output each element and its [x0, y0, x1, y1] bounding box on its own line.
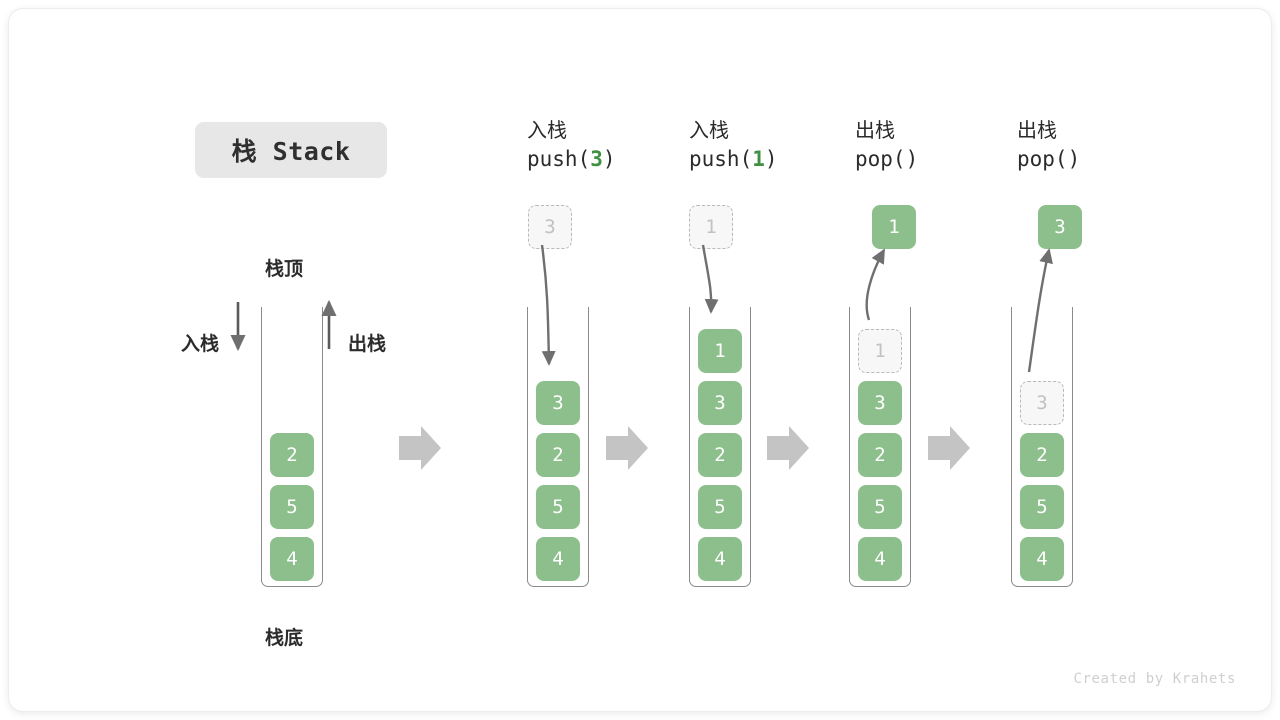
op-label-cn: 出栈 — [1017, 120, 1057, 142]
stack-bottom-label: 栈底 — [265, 628, 304, 649]
stack-cell: 3 — [1020, 381, 1064, 425]
stack-cell: 4 — [270, 537, 314, 581]
stack-cell: 5 — [270, 485, 314, 529]
stack-cell: 2 — [536, 433, 580, 477]
stack-cell: 3 — [858, 381, 902, 425]
op-label-cn: 入栈 — [689, 120, 729, 142]
stack-cell: 3 — [698, 381, 742, 425]
op-label-code: pop() — [855, 147, 919, 172]
op-caption-push-1: 入栈 push(1) — [689, 117, 869, 175]
op-caption-push-3: 入栈 push(3) — [527, 117, 707, 175]
op-label-code: pop() — [1017, 147, 1081, 172]
stack-container-walls — [689, 307, 751, 587]
stack-cell: 2 — [698, 433, 742, 477]
stack-cell: 3 — [536, 381, 580, 425]
op-label-code: push(3) — [527, 147, 616, 172]
op-caption-pop-3: 出栈 pop() — [1017, 117, 1197, 175]
push-direction-label: 入栈 — [181, 334, 220, 355]
detached-box-pop-1: 1 — [872, 205, 916, 249]
stack-cell: 5 — [698, 485, 742, 529]
page-title: 栈 Stack — [195, 122, 387, 178]
detached-box-push-1: 1 — [689, 205, 733, 249]
stack-cell: 4 — [1020, 537, 1064, 581]
stack-cell: 1 — [858, 329, 902, 373]
stack-container-walls — [261, 307, 323, 587]
stack-cell: 4 — [858, 537, 902, 581]
stack-cell: 2 — [858, 433, 902, 477]
stack-cell: 2 — [270, 433, 314, 477]
stack-container-walls — [849, 307, 911, 587]
op-label-cn: 入栈 — [527, 120, 567, 142]
op-label-cn: 出栈 — [855, 120, 895, 142]
stack-cell: 1 — [698, 329, 742, 373]
stack-cell: 2 — [1020, 433, 1064, 477]
stack-cell: 5 — [536, 485, 580, 529]
op-label-code: push(1) — [689, 147, 778, 172]
detached-box-push-3: 3 — [528, 205, 572, 249]
footer-credit: Created by Krahets — [1073, 671, 1236, 687]
stack-cell: 4 — [698, 537, 742, 581]
stack-container-walls — [527, 307, 589, 587]
detached-box-pop-3: 3 — [1038, 205, 1082, 249]
stack-cell: 4 — [536, 537, 580, 581]
stack-container-walls — [1011, 307, 1073, 587]
stack-cell: 5 — [858, 485, 902, 529]
stack-cell: 5 — [1020, 485, 1064, 529]
diagram-canvas: 栈 Stack 栈顶 栈底 入栈 出栈 入栈 push(3) 入栈 push(1… — [9, 9, 1271, 711]
stack-top-label: 栈顶 — [265, 259, 304, 280]
pop-direction-label: 出栈 — [348, 334, 387, 355]
op-caption-pop-1: 出栈 pop() — [855, 117, 1035, 175]
